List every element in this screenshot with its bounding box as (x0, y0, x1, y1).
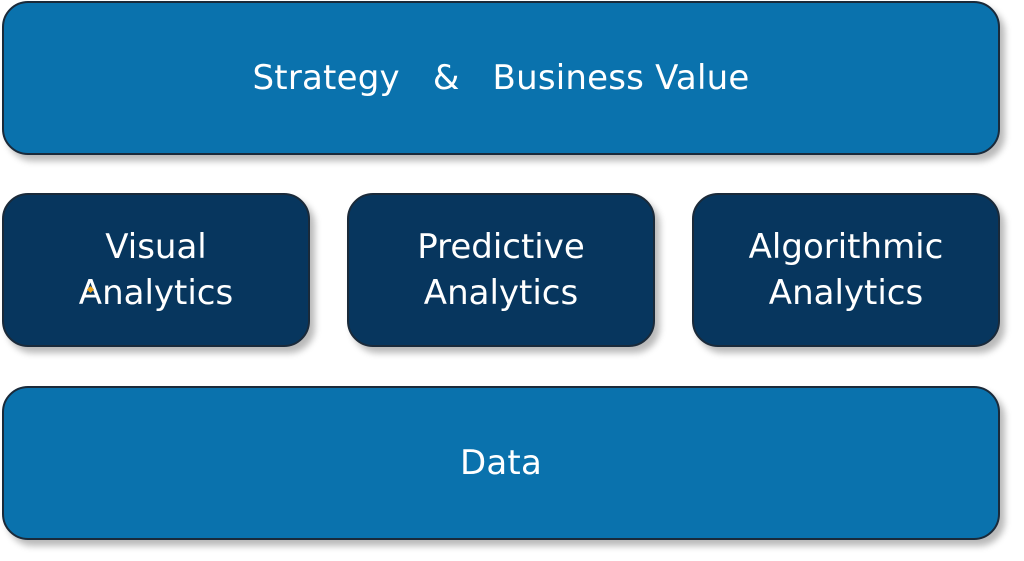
analytics-logo-a: A (79, 270, 102, 316)
visual-analytics-box: Visual Analytics (2, 193, 310, 347)
data-label: Data (460, 443, 542, 483)
strategy-business-value-layer: Strategy & Business Value (2, 1, 1000, 155)
visual-analytics-text: Visual Analytics (79, 224, 233, 316)
visual-label: Visual (105, 227, 207, 267)
analytics-label: Analytics (79, 270, 233, 316)
algorithmic-analytics-box: Algorithmic Analytics (692, 193, 1000, 347)
analytics-logo-a: A (768, 273, 793, 313)
analytics-label: Analytics (417, 270, 585, 316)
predictive-analytics-text: Predictive Analytics (417, 224, 585, 316)
strategy-business-value-label: Strategy & Business Value (252, 58, 750, 98)
analytics-logo-a: A (423, 273, 448, 313)
analytics-label: Analytics (749, 270, 944, 316)
predictive-label: Predictive (417, 227, 585, 267)
algorithmic-analytics-text: Algorithmic Analytics (749, 224, 944, 316)
data-layer: Data (2, 386, 1000, 540)
predictive-analytics-box: Predictive Analytics (347, 193, 655, 347)
algorithmic-label: Algorithmic (748, 227, 944, 267)
